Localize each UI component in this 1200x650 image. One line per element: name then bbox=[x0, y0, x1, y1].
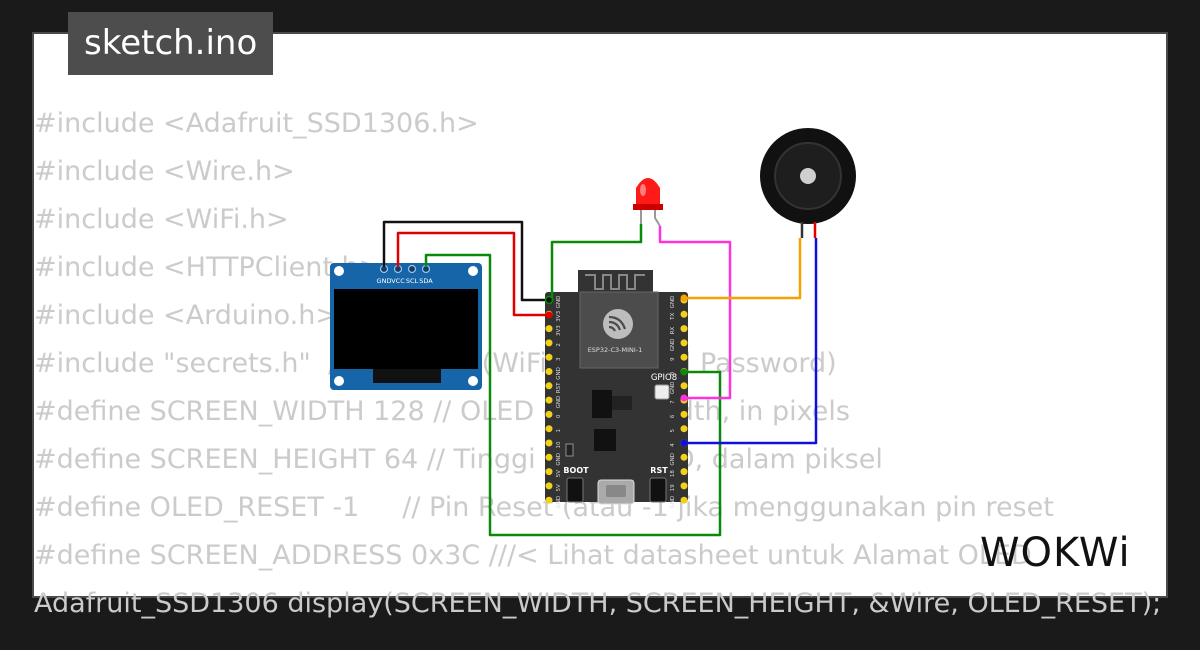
left-pin-label: 5V bbox=[556, 470, 562, 477]
right-pin-label: 4 bbox=[670, 443, 676, 447]
left-pin[interactable] bbox=[545, 353, 553, 361]
right-pin[interactable] bbox=[680, 453, 688, 461]
right-pin[interactable] bbox=[680, 468, 688, 476]
code-line: #include <Arduino.h> bbox=[34, 300, 338, 331]
right-pin[interactable] bbox=[680, 382, 688, 390]
oled-pin-gnd: GND bbox=[377, 277, 392, 285]
left-pin-label: 0 bbox=[556, 414, 562, 418]
left-pin-label: 3 bbox=[556, 357, 562, 361]
left-pin-label: 3V3 bbox=[556, 325, 562, 336]
right-pin[interactable] bbox=[680, 353, 688, 361]
boot-label: BOOT bbox=[563, 466, 589, 475]
wires bbox=[382, 220, 818, 537]
wokwi-logo-text: WOKWi bbox=[980, 530, 1131, 576]
left-pin[interactable] bbox=[545, 482, 553, 490]
left-pin[interactable] bbox=[545, 368, 553, 375]
left-pin-label: GND bbox=[556, 296, 562, 309]
left-pin-label: GND bbox=[556, 453, 562, 466]
left-pin[interactable] bbox=[545, 339, 553, 347]
right-pin[interactable] bbox=[680, 410, 688, 418]
right-pin-label: 9 bbox=[670, 357, 676, 361]
oled-pin-scl: SCL bbox=[406, 277, 419, 285]
esp32-left-pins bbox=[545, 296, 553, 504]
rgb-led bbox=[654, 384, 670, 400]
right-pin-label: GND bbox=[670, 381, 676, 394]
right-pin-label: GND bbox=[670, 496, 676, 509]
left-pin[interactable] bbox=[545, 325, 553, 333]
esp32-c3-board[interactable]: ESP32-C3-MINI-1 GPIO8 BOOT RST GND3V33V3… bbox=[545, 270, 688, 509]
right-pin[interactable] bbox=[680, 482, 688, 490]
right-pin-label: 8 bbox=[670, 371, 676, 375]
oled-pin-vcc: VCC bbox=[391, 277, 405, 285]
wokwi-logo: WOKWi bbox=[980, 530, 1131, 576]
code-line: Adafruit_SSD1306 display(SCREEN_WIDTH, S… bbox=[34, 588, 1162, 619]
file-title: sketch.ino bbox=[68, 12, 274, 75]
left-pin-label: GND bbox=[556, 496, 562, 509]
code-line: #define SCREEN_ADDRESS 0x3C ///< Lihat d… bbox=[34, 540, 1032, 571]
boot-button[interactable] bbox=[566, 477, 584, 503]
right-pin-label: GND bbox=[670, 296, 676, 309]
oled-pin-sda: SDA bbox=[419, 277, 433, 285]
left-pin[interactable] bbox=[545, 468, 553, 476]
right-pin[interactable] bbox=[680, 425, 688, 433]
code-line: #include <Adafruit_SSD1306.h> bbox=[34, 108, 479, 139]
code-line: #include <Wire.h> bbox=[34, 156, 295, 187]
left-pin-label: 2 bbox=[556, 343, 562, 347]
right-pin-label: 6 bbox=[670, 414, 676, 418]
left-pin-label: RST bbox=[556, 382, 562, 393]
module-label: ESP32-C3-MINI-1 bbox=[588, 346, 643, 354]
right-pin-label: 19 bbox=[670, 484, 676, 491]
left-pin[interactable] bbox=[545, 410, 553, 418]
left-pin-label: GND bbox=[556, 367, 562, 380]
espressif-logo-icon bbox=[603, 309, 633, 339]
code-line: #include <WiFi.h> bbox=[34, 204, 289, 235]
right-pin[interactable] bbox=[680, 496, 688, 504]
left-pin-label: 3V3 bbox=[556, 310, 562, 321]
right-pin[interactable] bbox=[680, 310, 688, 318]
right-pin-label: GND bbox=[670, 339, 676, 352]
right-pin-label: RX bbox=[670, 327, 676, 335]
left-pin[interactable] bbox=[545, 439, 553, 447]
left-pin[interactable] bbox=[545, 453, 553, 461]
wire-endpoints bbox=[544, 294, 688, 447]
right-pin[interactable] bbox=[680, 339, 688, 347]
led-icon[interactable] bbox=[633, 178, 663, 228]
circuit-diagram: GND VCC SCL SDA ESP32-C3-MINI-1 GPIO8 BO… bbox=[330, 128, 856, 537]
left-pin-label: 1 bbox=[556, 429, 562, 433]
left-pin-label: GND bbox=[556, 396, 562, 409]
left-pin-label: 10 bbox=[556, 441, 562, 448]
gpio8-label: GPIO8 bbox=[651, 373, 677, 383]
right-pin[interactable] bbox=[680, 325, 688, 333]
right-pin-label: 7 bbox=[670, 400, 676, 404]
left-pin[interactable] bbox=[545, 425, 553, 433]
right-pin-label: 5 bbox=[670, 428, 676, 432]
code-line: #define OLED_RESET -1 // Pin Reset (atau… bbox=[34, 492, 1054, 523]
left-pin[interactable] bbox=[545, 382, 553, 390]
left-pin-label: 5V bbox=[556, 484, 562, 491]
right-pin-label: TX bbox=[670, 313, 676, 321]
rst-button[interactable] bbox=[649, 477, 667, 503]
right-pin-label: GND bbox=[670, 453, 676, 466]
rst-label: RST bbox=[650, 466, 668, 475]
code-preview: #include <Adafruit_SSD1306.h> #include <… bbox=[34, 74, 1166, 650]
right-pin-label: 18 bbox=[670, 470, 676, 477]
buzzer-icon[interactable] bbox=[760, 128, 856, 238]
left-pin[interactable] bbox=[545, 396, 553, 404]
left-pin[interactable] bbox=[545, 496, 553, 504]
oled-display[interactable]: GND VCC SCL SDA bbox=[330, 263, 482, 390]
